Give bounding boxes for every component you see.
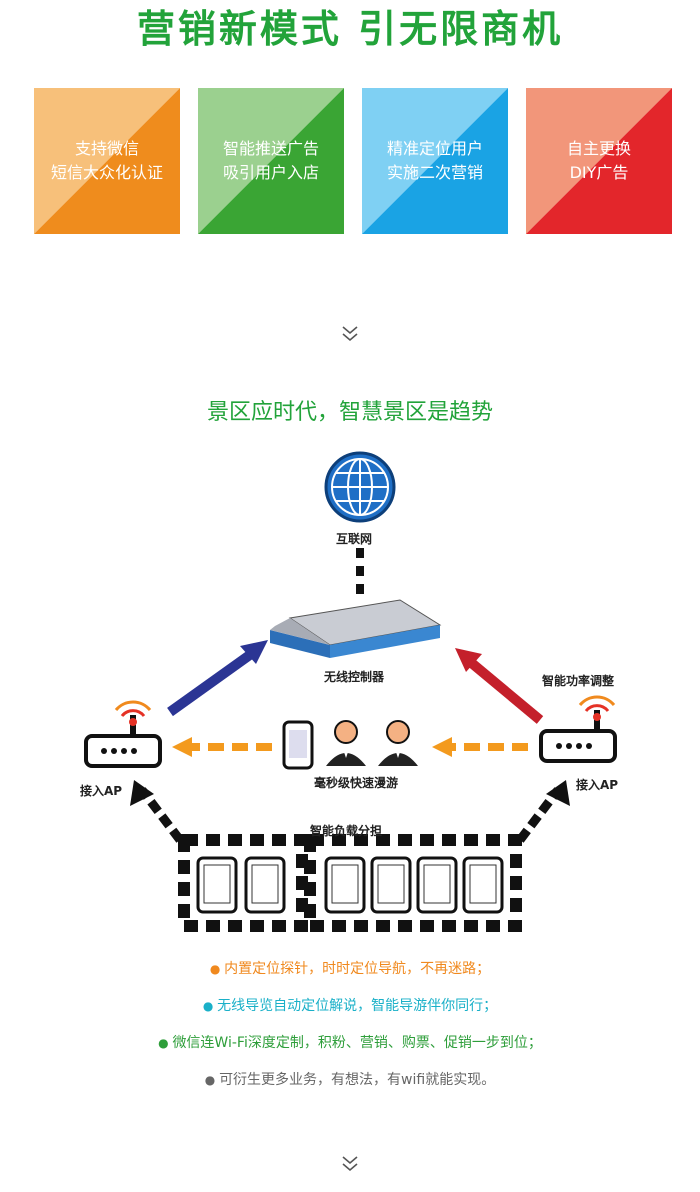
user-icon xyxy=(326,720,366,766)
tile-background xyxy=(362,88,508,234)
tile-line1: 支持微信 xyxy=(74,139,139,158)
tablet-icon xyxy=(462,856,504,914)
roaming-label: 毫秒级快速漫游 xyxy=(314,776,399,790)
wireless-controller-icon xyxy=(270,599,442,658)
controller-label: 无线控制器 xyxy=(324,670,385,684)
power-adjust-label: 智能功率调整 xyxy=(542,674,615,688)
tablet-icon xyxy=(196,856,238,914)
tile-line1: 自主更换 xyxy=(566,139,631,158)
chevron-down-icon[interactable] xyxy=(335,324,365,346)
phone-icon xyxy=(282,720,314,770)
tile-line1: 精准定位用户 xyxy=(386,139,483,158)
network-diagram xyxy=(84,451,617,932)
load-balance-label: 智能负载分担 xyxy=(310,824,383,838)
globe-icon xyxy=(324,451,396,523)
bullet-text: 无线导览自动定位解说，智能导游伴你同行； xyxy=(217,998,498,1014)
user-icon xyxy=(378,720,418,766)
bullet-text: 可衍生更多业务，有想法，有wifi就能实现。 xyxy=(219,1072,496,1088)
tablet-icon xyxy=(324,856,366,914)
tile-line2: DIY广告 xyxy=(569,163,629,182)
router-icon-left xyxy=(84,700,162,768)
feature-tile-auth: 支持微信短信大众化认证 xyxy=(34,88,180,234)
feature-tile-diy: 自主更换 DIY广告 xyxy=(526,88,672,234)
bullet-item: ● 微信连Wi-Fi深度定制，积粉、营销、购票、促销一步到位； xyxy=(158,1035,542,1051)
tablet-icon xyxy=(244,856,286,914)
bullet-text: 微信连Wi-Fi深度定制，积粉、营销、购票、促销一步到位； xyxy=(172,1035,542,1051)
tile-line2: 短信大众化认证 xyxy=(50,163,163,182)
bullet-item: ● 内置定位探针，时时定位导航，不再迷路； xyxy=(209,961,491,977)
internet-label: 互联网 xyxy=(336,532,373,546)
tile-line1: 智能推送广告 xyxy=(222,139,319,158)
tile-background xyxy=(34,88,180,234)
bullet-item: ● 可衍生更多业务，有想法，有wifi就能实现。 xyxy=(204,1072,496,1088)
tablet-icon xyxy=(370,856,412,914)
router-icon-right xyxy=(539,695,617,763)
tile-background xyxy=(526,88,672,234)
headline: 营销新模式 引无限商机 xyxy=(136,7,564,51)
chevron-down-icon[interactable] xyxy=(335,1154,365,1176)
tablet-icon xyxy=(416,856,458,914)
bullet-text: 内置定位探针，时时定位导航，不再迷路； xyxy=(224,961,491,977)
ap-left-label: 接入AP xyxy=(80,784,123,798)
bullet-item: ● 无线导览自动定位解说，智能导游伴你同行； xyxy=(202,998,498,1014)
section-subtitle: 景区应时代，智慧景区是趋势 xyxy=(206,400,493,425)
tile-background xyxy=(198,88,344,234)
ap-right-label: 接入AP xyxy=(576,778,619,792)
tile-line2: 吸引用户入店 xyxy=(222,163,319,182)
feature-tile-ads: 智能推送广告吸引用户入店 xyxy=(198,88,344,234)
tile-line2: 实施二次营销 xyxy=(386,163,483,182)
feature-tile-targeting: 精准定位用户实施二次营销 xyxy=(362,88,508,234)
